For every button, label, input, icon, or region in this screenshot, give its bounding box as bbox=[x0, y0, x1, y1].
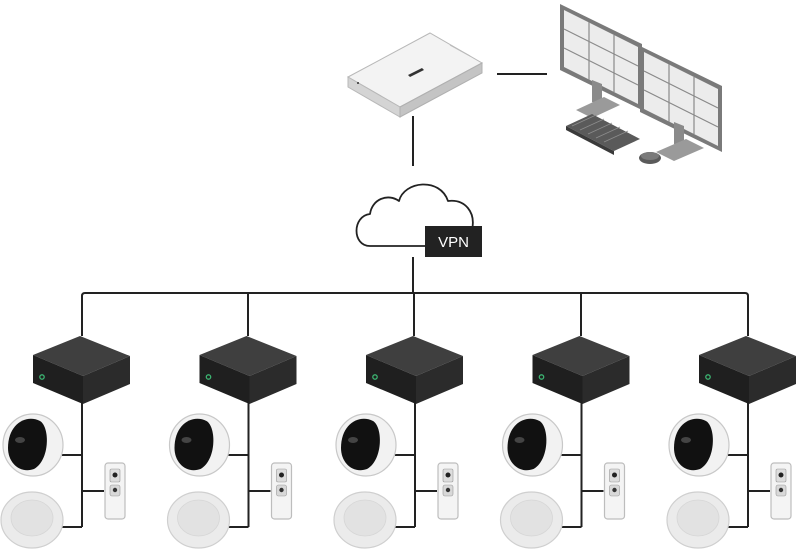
site-group bbox=[166, 336, 297, 549]
speaker bbox=[166, 491, 231, 549]
site-group bbox=[0, 336, 130, 549]
monitor-right bbox=[640, 46, 722, 161]
status-led bbox=[705, 374, 711, 380]
door-intercom bbox=[270, 462, 293, 520]
site-groups bbox=[0, 336, 796, 549]
status-led bbox=[39, 374, 45, 380]
video-recorder bbox=[532, 336, 630, 404]
vpn-badge: VPN bbox=[425, 226, 482, 257]
site-wiring bbox=[395, 403, 437, 528]
mouse bbox=[639, 152, 661, 164]
speaker bbox=[333, 491, 397, 549]
monitoring-workstation bbox=[560, 4, 722, 164]
video-recorder bbox=[199, 336, 297, 404]
speaker bbox=[499, 491, 564, 549]
door-intercom bbox=[104, 462, 126, 520]
site-wiring bbox=[62, 403, 104, 528]
site-group bbox=[499, 336, 630, 549]
rack-server bbox=[346, 32, 484, 118]
connection-lines bbox=[81, 73, 749, 336]
video-recorder bbox=[699, 336, 796, 404]
monitor-left bbox=[560, 4, 642, 118]
site-group bbox=[666, 336, 796, 549]
status-led bbox=[372, 374, 378, 380]
speaker bbox=[666, 491, 730, 549]
dome-camera bbox=[335, 413, 397, 477]
site-wiring bbox=[228, 403, 271, 528]
status-led bbox=[205, 374, 212, 380]
door-intercom bbox=[437, 462, 459, 520]
door-intercom bbox=[770, 462, 792, 520]
speaker bbox=[0, 491, 64, 549]
vpn-label: VPN bbox=[438, 234, 469, 251]
site-group bbox=[333, 336, 463, 549]
dome-camera bbox=[501, 413, 564, 477]
dome-camera bbox=[2, 413, 64, 477]
dome-camera bbox=[168, 413, 231, 477]
vpn-badge-background bbox=[425, 226, 482, 257]
video-recorder bbox=[33, 336, 130, 404]
video-recorder bbox=[366, 336, 463, 404]
site-wiring bbox=[561, 403, 604, 528]
status-led bbox=[538, 374, 545, 380]
keyboard bbox=[566, 114, 640, 155]
dome-camera bbox=[668, 413, 730, 477]
door-intercom bbox=[603, 462, 626, 520]
site-wiring bbox=[728, 403, 770, 528]
